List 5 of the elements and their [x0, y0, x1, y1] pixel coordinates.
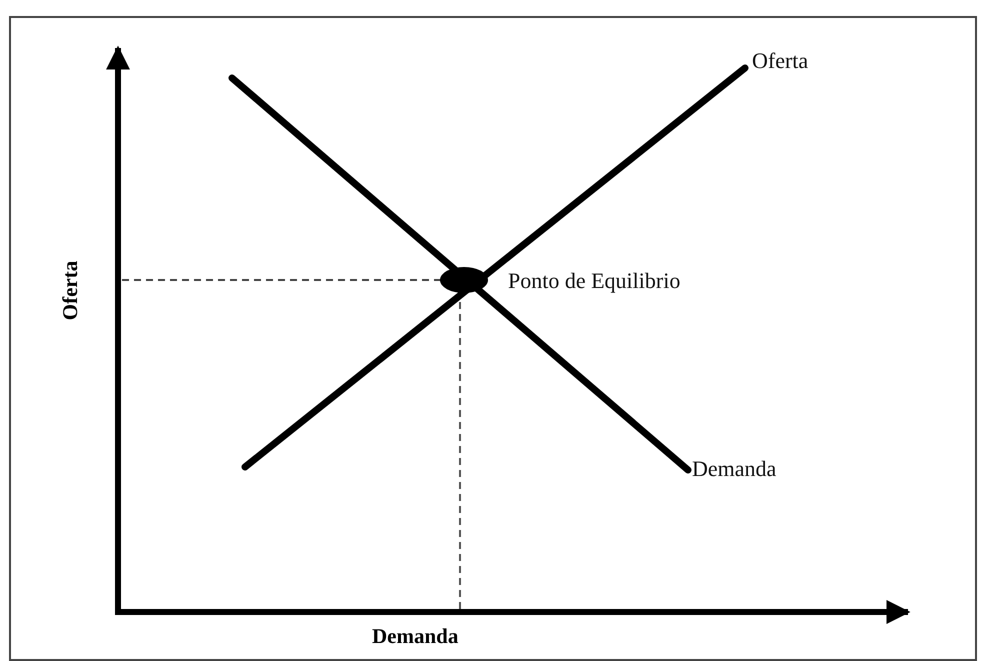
axis-title: Oferta — [60, 260, 81, 320]
curve-label: Oferta — [752, 50, 808, 72]
point-label: Ponto de Equilibrio — [508, 270, 680, 292]
curve-label: Demanda — [692, 458, 776, 480]
axis-title: Demanda — [372, 626, 458, 647]
